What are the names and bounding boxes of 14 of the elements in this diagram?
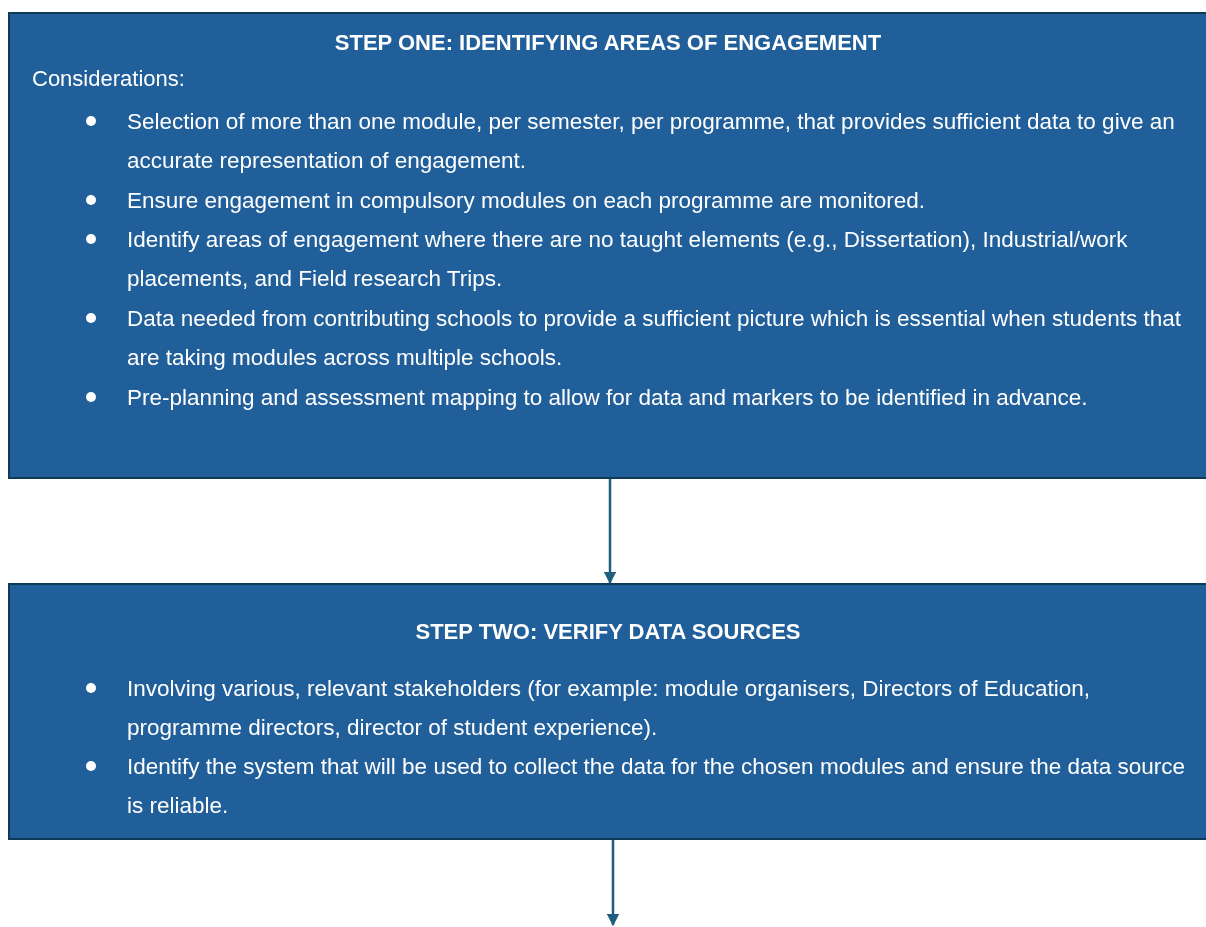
step-box	[8, 583, 1206, 840]
arrow	[603, 479, 617, 585]
bullet-text: Ensure engagement in compulsory modules on each programme are monitored.	[127, 187, 926, 215]
step-heading: STEP ONE: IDENTIFYING AREAS OF ENGAGEMENT	[334, 30, 882, 55]
step-box	[8, 12, 1206, 479]
step-heading: STEP TWO: VERIFY DATA SOURCES	[415, 619, 801, 644]
bullet-text: Pre-planning and assessment mapping to allow for data and markers to be identified in advance.	[127, 384, 1089, 412]
bullet-text: Identify the system that will be used to collect the data for the chosen modules and ensure the data source is reliable.	[127, 753, 1187, 820]
bullet-text: Selection of more than one module, per semester, per programme, that provides sufficient data to give an accurate representation of engagement.	[127, 108, 1176, 175]
arrow	[606, 840, 620, 927]
section-label: Considerations:	[32, 66, 185, 92]
bullet-text: Involving various, relevant stakeholders (for example: module organisers, Directors of Education, programme directors, director of student experience).	[127, 675, 1091, 742]
bullet-text: Identify areas of engagement where there are no taught elements (e.g., Dissertation), Industrial/work placements, and Field research Trips.	[127, 226, 1129, 293]
bullet-text: Data needed from contributing schools to provide a sufficient picture which is essential when students that are taking modules across multiple schools.	[127, 305, 1182, 372]
